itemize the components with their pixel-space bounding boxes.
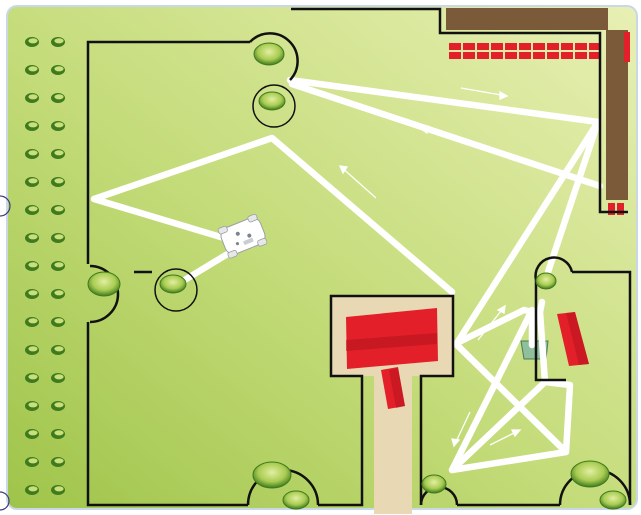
yard-plan-diagram <box>0 0 641 515</box>
